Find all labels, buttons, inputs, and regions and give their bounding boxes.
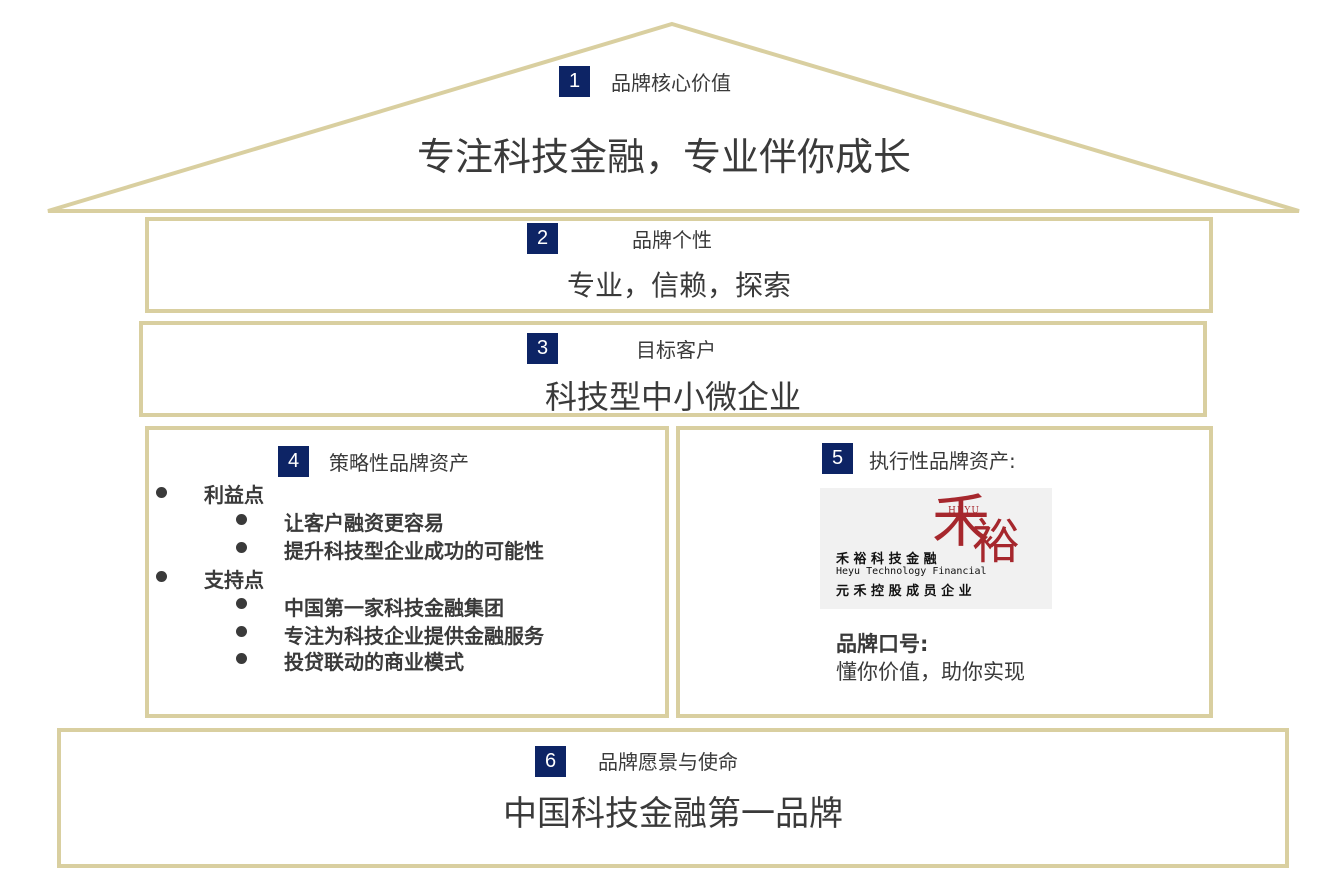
executional-heading: 执行性品牌资产:: [869, 449, 1016, 473]
support-item: 专注为科技企业提供金融服务: [284, 624, 544, 648]
personality-number-badge: 2: [527, 223, 558, 254]
bullet-dot: [236, 514, 247, 525]
bullet-dot: [156, 487, 167, 498]
vision-box: 6 品牌愿景与使命 中国科技金融第一品牌: [57, 728, 1289, 868]
bullet-dot: [236, 653, 247, 664]
logo-char-yu: 裕: [972, 514, 1021, 570]
vision-heading: 品牌愿景与使命: [598, 750, 738, 774]
benefit-item: 让客户融资更容易: [284, 511, 444, 535]
target-number-badge: 3: [527, 333, 558, 364]
support-label: 支持点: [204, 568, 264, 592]
vision-text: 中国科技金融第一品牌: [503, 794, 843, 834]
target-customer-box: 3 目标客户 科技型中小微企业: [139, 321, 1207, 417]
vision-number-badge: 6: [535, 746, 566, 777]
strategic-number-badge: 4: [278, 446, 309, 477]
target-heading: 目标客户: [636, 338, 716, 362]
bullet-dot: [236, 598, 247, 609]
personality-text: 专业，信赖，探索: [566, 269, 791, 302]
roof-triangle: [47, 21, 1300, 213]
logo-cn-name: 禾 裕 科 技 金 融: [836, 552, 937, 567]
logo-pinyin: HEYU: [948, 506, 980, 516]
logo-member-line: 元 禾 控 股 成 员 企 业: [836, 584, 972, 599]
strategic-heading: 策略性品牌资产: [329, 451, 469, 475]
slogan-label: 品牌口号:: [836, 632, 929, 656]
bullet-dot: [156, 571, 167, 582]
roof-core-value: 专注科技金融，专业伴你成长: [416, 135, 911, 179]
target-text: 科技型中小微企业: [544, 378, 801, 416]
logo-en-name: Heyu Technology Financial: [836, 566, 987, 577]
benefit-item: 提升科技型企业成功的可能性: [284, 539, 544, 563]
benefit-label: 利益点: [204, 483, 264, 507]
strategic-assets-box: [145, 426, 669, 718]
logo-char-he: 禾: [932, 487, 991, 555]
roof-heading: 品牌核心价值: [611, 71, 731, 95]
roof-number-badge: 1: [559, 66, 590, 97]
personality-heading: 品牌个性: [632, 228, 712, 252]
bullet-dot: [236, 542, 247, 553]
support-item: 中国第一家科技金融集团: [284, 596, 504, 620]
slogan-text: 懂你价值，助你实现: [836, 660, 1025, 684]
support-item: 投贷联动的商业模式: [284, 650, 464, 674]
executional-number-badge: 5: [822, 443, 853, 474]
bullet-dot: [236, 626, 247, 637]
heyu-logo: 禾 裕 HEYU 禾 裕 科 技 金 融 Heyu Technology Fin…: [820, 488, 1052, 609]
personality-box: 2 品牌个性 专业，信赖，探索: [145, 217, 1213, 313]
